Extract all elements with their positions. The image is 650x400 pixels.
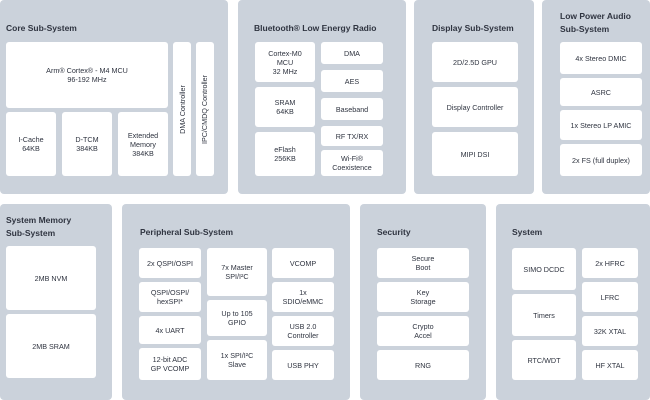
- display-subsystem-panel: Display Sub-System 2D/2.5D GPU Display C…: [414, 0, 534, 194]
- usb-phy-box: USB PHY: [272, 350, 334, 380]
- ipc-cmdq-controller-box: IPC/CMDQ Controller: [196, 42, 214, 176]
- timers-box: Timers: [512, 294, 576, 336]
- ble-radio-title: Bluetooth® Low Energy Radio: [254, 23, 377, 33]
- peripheral-subsystem-title: Peripheral Sub-System: [140, 227, 234, 237]
- qspi-ospi-box: 2x QSPI/OSPI: [139, 248, 201, 278]
- asrc-box: ASRC: [560, 78, 642, 106]
- core-subsystem-panel: Core Sub-System Arm® Cortex® - M4 MCU 96…: [0, 0, 228, 194]
- xtal-32k-box: 32K XTAL: [582, 316, 638, 346]
- rtc-wdt-box: RTC/WDT: [512, 340, 576, 380]
- hexspi-box: QSPI/OSPI/ hexSPI*: [139, 282, 201, 312]
- key-storage-box: Key Storage: [377, 282, 469, 312]
- audio-subsystem-title: Low Power Audio Sub-System: [560, 11, 631, 34]
- rf-txrx-box: RF TX/RX: [321, 126, 383, 146]
- hfrc-box: 2x HFRC: [582, 248, 638, 278]
- uart-box: 4x UART: [139, 316, 201, 344]
- wifi-coexistence-box: Wi-Fi® Coexistence: [321, 150, 383, 176]
- mipi-dsi-box: MIPI DSI: [432, 132, 518, 176]
- audio-subsystem-panel: Low Power Audio Sub-System 4x Stereo DMI…: [542, 0, 650, 194]
- icache-box: I-Cache 64KB: [6, 112, 56, 176]
- sdio-emmc-box: 1x SDIO/eMMC: [272, 282, 334, 312]
- system-title: System: [512, 227, 543, 237]
- memory-subsystem-title: System Memory Sub-System: [6, 215, 72, 238]
- cortex-m0-mcu-box: Cortex-M0 MCU 32 MHz: [255, 42, 315, 82]
- stereo-lp-amic-box: 1x Stereo LP AMIC: [560, 110, 642, 140]
- system-sram-box: 2MB SRAM: [6, 314, 96, 378]
- display-controller-box: Display Controller: [432, 87, 518, 127]
- crypto-accel-box: Crypto Accel: [377, 316, 469, 346]
- core-subsystem-title: Core Sub-System: [6, 23, 77, 33]
- security-title: Security: [377, 227, 411, 237]
- adc-gp-vcomp-box: 12-bit ADC GP VCOMP: [139, 348, 201, 380]
- extended-memory-box: Extended Memory 384KB: [118, 112, 168, 176]
- hf-xtal-box: HF XTAL: [582, 350, 638, 380]
- memory-subsystem-panel: System Memory Sub-System 2MB NVM 2MB SRA…: [0, 204, 112, 400]
- secure-boot-box: Secure Boot: [377, 248, 469, 278]
- ble-dma-box: DMA: [321, 42, 383, 64]
- gpu-box: 2D/2.5D GPU: [432, 42, 518, 82]
- aes-box: AES: [321, 70, 383, 92]
- system-panel: System SIMO DCDC Timers RTC/WDT 2x HFRC …: [496, 204, 650, 400]
- ble-sram-box: SRAM 64KB: [255, 87, 315, 127]
- ipc-cmdq-controller-label: IPC/CMDQ Controller: [200, 74, 210, 144]
- master-spi-i2c-box: 7x Master SPI/I²C: [207, 248, 267, 296]
- eflash-box: eFlash 256KB: [255, 132, 315, 176]
- usb-controller-box: USB 2.0 Controller: [272, 316, 334, 346]
- stereo-dmic-box: 4x Stereo DMIC: [560, 42, 642, 74]
- cortex-m4-mcu-box: Arm® Cortex® - M4 MCU 96-192 MHz: [6, 42, 168, 108]
- simo-dcdc-box: SIMO DCDC: [512, 248, 576, 290]
- peripheral-subsystem-panel: Peripheral Sub-System 2x QSPI/OSPI QSPI/…: [122, 204, 350, 400]
- ble-radio-panel: Bluetooth® Low Energy Radio Cortex-M0 MC…: [238, 0, 406, 194]
- vcomp-box: VCOMP: [272, 248, 334, 278]
- dma-controller-label: DMA Controller: [177, 84, 187, 134]
- security-panel: Security Secure Boot Key Storage Crypto …: [360, 204, 486, 400]
- baseband-box: Baseband: [321, 98, 383, 120]
- lfrc-box: LFRC: [582, 282, 638, 312]
- dma-controller-box: DMA Controller: [173, 42, 191, 176]
- rng-box: RNG: [377, 350, 469, 380]
- dtcm-box: D-TCM 384KB: [62, 112, 112, 176]
- display-subsystem-title: Display Sub-System: [432, 23, 514, 33]
- nvm-box: 2MB NVM: [6, 246, 96, 310]
- gpio-box: Up to 105 GPIO: [207, 300, 267, 336]
- fs-full-duplex-box: 2x FS (full duplex): [560, 144, 642, 176]
- slave-spi-i2c-box: 1x SPI/I²C Slave: [207, 340, 267, 380]
